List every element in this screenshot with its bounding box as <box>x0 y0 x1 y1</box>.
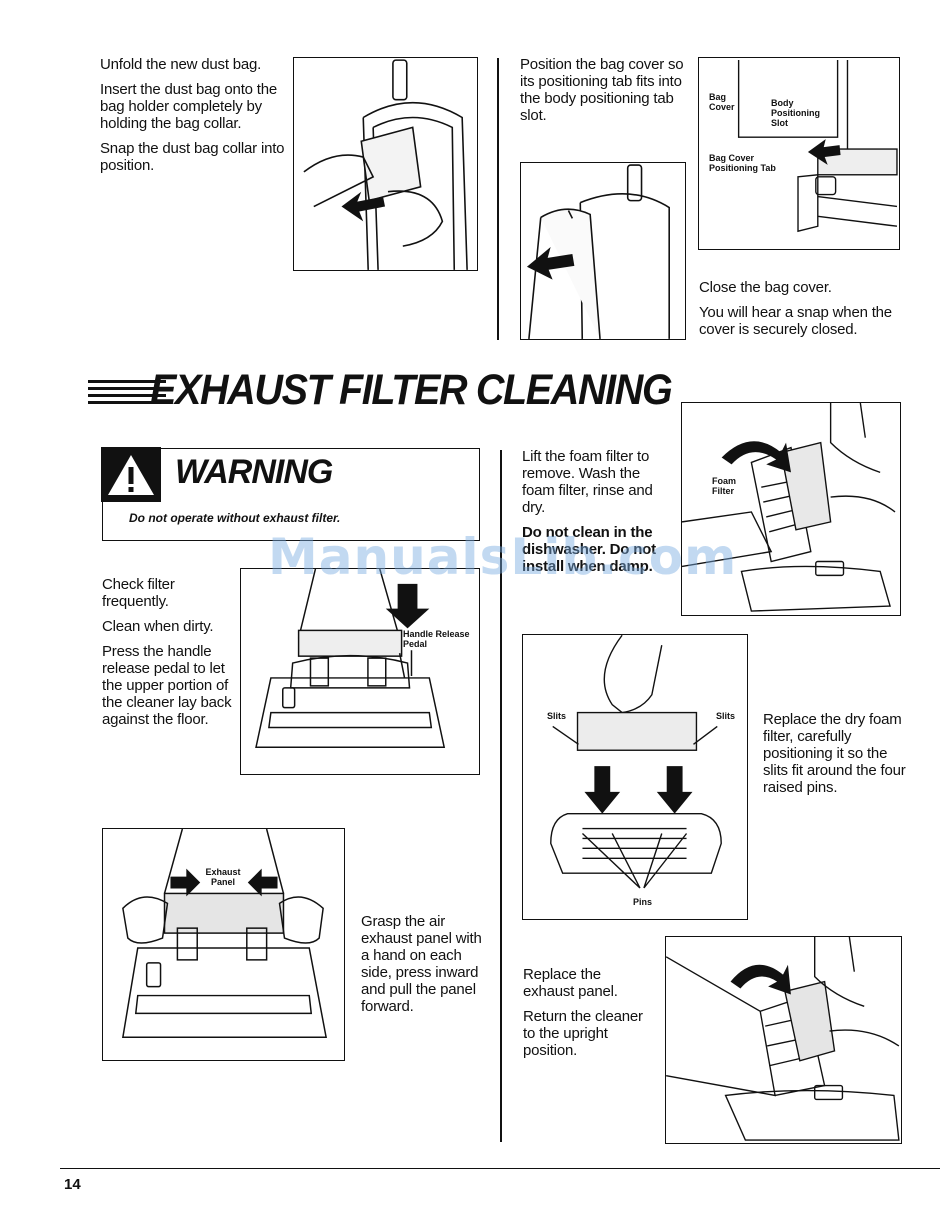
bag-cover-detail-drawing <box>737 59 898 233</box>
replace-filter-instructions: Replace the dry foam filter, carefully p… <box>763 711 908 804</box>
dust-bag-instructions: Unfold the new dust bag. Insert the dust… <box>100 56 285 182</box>
replace-panel-instructions: Replace the exhaust panel. Return the cl… <box>523 966 648 1067</box>
pins-label: Pins <box>633 897 653 907</box>
bag-cover-detail-illustration: Bag Cover Body Positioning Slot Bag Cove… <box>698 57 900 250</box>
step-insert: Insert the dust bag onto the bag holder … <box>100 81 278 132</box>
foam-filter-label: Foam Filter <box>712 476 737 496</box>
footer-rule <box>60 1168 940 1169</box>
column-divider-top <box>497 58 499 340</box>
handle-release-drawing <box>255 569 446 749</box>
foam-filter-caution: Do not clean in the dishwasher. Do not i… <box>522 524 656 575</box>
bag-cover-label: Bag Cover <box>709 92 735 112</box>
snap-text: You will hear a snap when the cover is s… <box>699 304 892 338</box>
exhaust-panel-drawing <box>121 829 328 1038</box>
check-filter-instructions: Check filter frequently. Clean when dirt… <box>102 576 232 736</box>
foam-filter-instructions: Lift the foam filter to remove. Wash the… <box>522 448 672 583</box>
foam-filter-removal-illustration: Foam Filter <box>681 402 901 616</box>
bag-cover-instructions: Position the bag cover so its positionin… <box>520 56 685 132</box>
warning-text: Do not operate without exhaust filter. <box>129 511 341 525</box>
return-upright-text: Return the cleaner to the upright positi… <box>523 1008 643 1059</box>
exhaust-panel-instructions: Grasp the air exhaust panel with a hand … <box>361 913 486 1023</box>
page-number: 14 <box>64 1176 81 1193</box>
close-cover-text: Close the bag cover. <box>699 279 832 296</box>
handle-release-pedal-label: Handle Release Pedal <box>403 629 470 649</box>
warning-box: WARNING Do not operate without exhaust f… <box>101 447 480 541</box>
exhaust-panel-label: Exhaust Panel <box>205 867 241 887</box>
step-snap: Snap the dust bag collar into position. <box>100 140 285 174</box>
warning-word: WARNING <box>175 453 333 491</box>
foam-filter-removal-drawing <box>682 403 896 612</box>
insert-bag-drawing <box>303 59 468 270</box>
insert-bag-illustration <box>293 57 478 271</box>
grasp-panel-text: Grasp the air exhaust panel with a hand … <box>361 913 482 1015</box>
warning-triangle-icon <box>108 455 154 495</box>
replace-filter-illustration: Slits Slits Pins <box>522 634 748 920</box>
replace-filter-drawing <box>550 635 722 889</box>
slits-right-label: Slits <box>716 711 736 721</box>
slits-left-label: Slits <box>547 711 567 721</box>
column-divider-middle <box>500 450 502 1142</box>
check-frequently: Check filter frequently. <box>102 576 175 610</box>
bag-cover-tab-label: Bag Cover Positioning Tab <box>709 153 776 173</box>
foam-filter-text: Lift the foam filter to remove. Wash the… <box>522 448 653 516</box>
heading-rule-lines <box>88 380 166 408</box>
bag-cover-positioning-drawing <box>526 164 670 339</box>
warning-icon-block <box>101 447 161 502</box>
press-pedal: Press the handle release pedal to let th… <box>102 643 232 728</box>
clean-when-dirty: Clean when dirty. <box>102 618 214 635</box>
replace-panel-illustration <box>665 936 902 1144</box>
position-cover-text: Position the bag cover so its positionin… <box>520 56 684 124</box>
replace-panel-drawing <box>666 937 900 1141</box>
bag-cover-positioning-illustration <box>520 162 686 340</box>
watermark: ManualsLib.com <box>268 528 738 586</box>
step-unfold: Unfold the new dust bag. <box>100 56 262 73</box>
section-heading: EXHAUST FILTER CLEANING <box>150 366 673 414</box>
body-slot-label: Body Positioning Slot <box>771 98 820 128</box>
handle-release-illustration: Handle Release Pedal <box>240 568 480 775</box>
replace-filter-text: Replace the dry foam filter, carefully p… <box>763 711 906 796</box>
replace-panel-text: Replace the exhaust panel. <box>523 966 618 1000</box>
exhaust-panel-illustration: Exhaust Panel <box>102 828 345 1061</box>
close-cover-instructions: Close the bag cover. You will hear a sna… <box>699 279 909 346</box>
